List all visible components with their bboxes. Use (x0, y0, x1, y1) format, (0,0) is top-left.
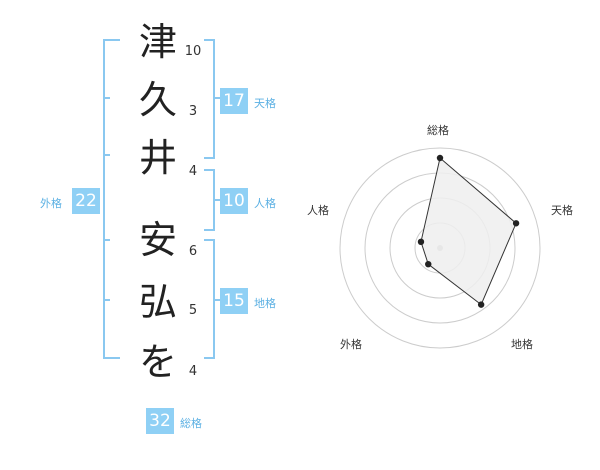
name-char-5: 弘 (138, 280, 177, 324)
stroke-count-1: 10 (184, 44, 202, 59)
radar-point-3 (477, 301, 485, 308)
jinkaku-bracket (204, 169, 220, 231)
radar-point-4 (425, 260, 432, 268)
jinkaku-label: 人格 (254, 197, 276, 210)
name-char-1: 津 (138, 20, 177, 64)
chikaku-value: 15 (220, 288, 248, 314)
stroke-count-2: 3 (188, 104, 198, 119)
radar-label-tenkaku: 天格 (551, 204, 573, 217)
name-char-6: を (138, 340, 177, 384)
radar-ring (339, 147, 541, 349)
chikaku-bracket (204, 239, 220, 359)
gaikaku-label: 外格 (40, 197, 62, 210)
chikaku-label: 地格 (254, 297, 276, 310)
radar-label-soukaku: 総格 (427, 124, 449, 137)
soukaku-label: 総格 (180, 417, 202, 430)
tenkaku-value: 17 (220, 88, 248, 114)
radar-point-1 (436, 154, 444, 162)
radar-label-chikaku: 地格 (511, 338, 533, 351)
radar-label-jinkaku: 人格 (307, 204, 329, 217)
gaikaku-value: 22 (72, 188, 100, 214)
radar-chart (339, 147, 541, 349)
gaikaku-bracket (103, 39, 120, 359)
stroke-count-6: 4 (188, 364, 198, 379)
radar-polygon (420, 157, 517, 306)
name-char-3: 井 (138, 136, 177, 180)
stroke-count-3: 4 (188, 164, 198, 179)
name-char-2: 久 (138, 78, 177, 122)
soukaku-value: 32 (146, 408, 174, 434)
radar-point-5 (417, 238, 425, 246)
tenkaku-label: 天格 (254, 97, 276, 110)
jinkaku-value: 10 (220, 188, 248, 214)
radar-label-gaikaku: 外格 (340, 338, 362, 351)
tenkaku-bracket (204, 39, 220, 159)
name-char-4: 安 (138, 218, 177, 262)
radar-point-2 (512, 220, 520, 227)
stroke-count-4: 6 (188, 244, 198, 259)
stroke-count-5: 5 (188, 303, 198, 318)
